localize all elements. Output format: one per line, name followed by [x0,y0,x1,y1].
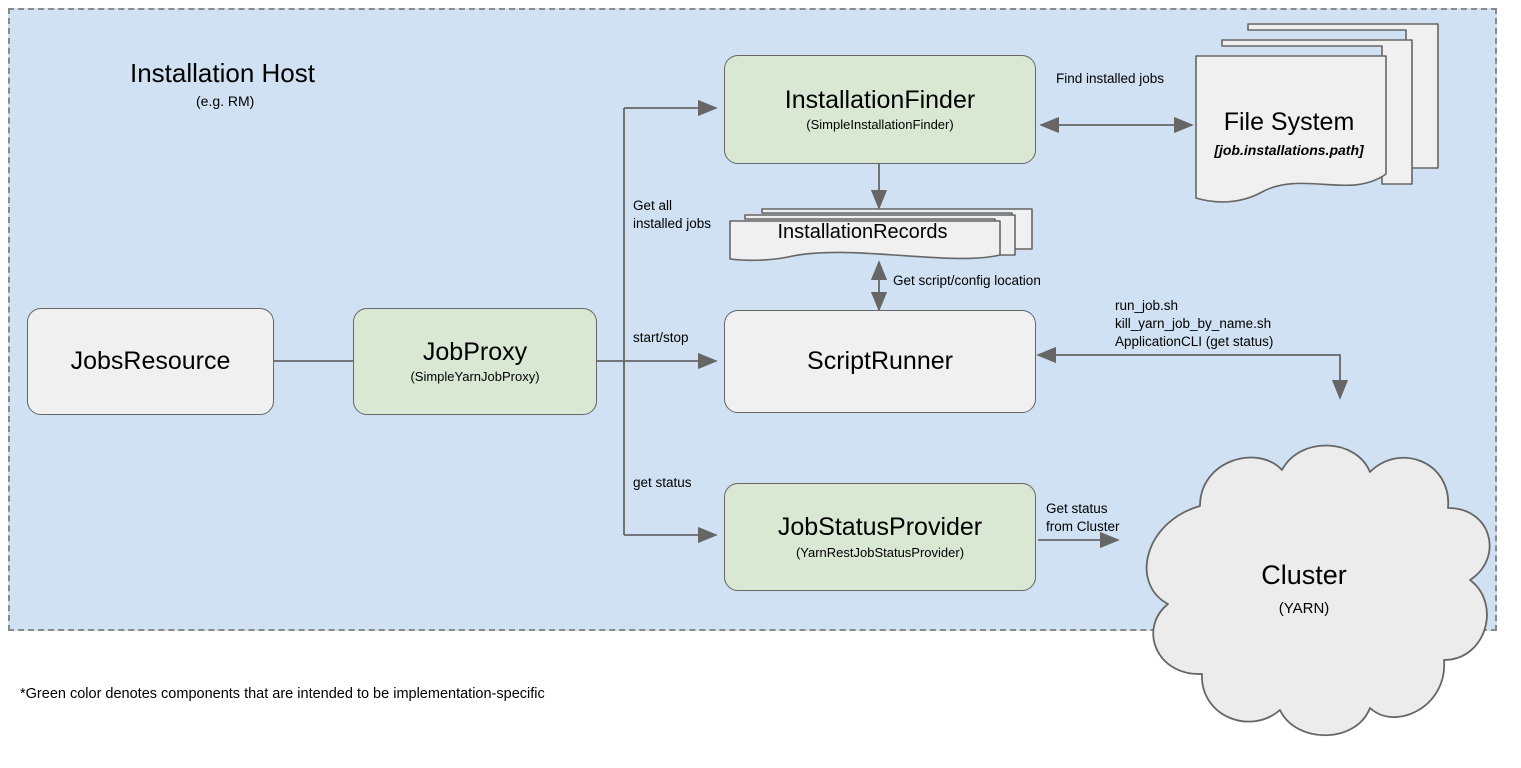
node-title: JobProxy [422,337,528,366]
edge-label-get-status: get status [633,475,692,490]
edge-label-start-stop: start/stop [633,330,689,345]
node-subtitle: (SimpleInstallationFinder) [806,117,954,133]
edge-label-get-status-from-cluster: Get status from Cluster [1046,501,1120,534]
legend-footnote: *Green color denotes components that are… [20,686,545,702]
edge-label-cluster-commands: run_job.sh kill_yarn_job_by_name.sh Appl… [1115,298,1274,349]
installation-host-subtitle: (e.g. RM) [196,93,255,109]
node-subtitle: (YarnRestJobStatusProvider) [795,544,965,560]
node-title: InstallationRecords [777,221,948,243]
cluster-subtitle: (YARN) [1278,600,1330,617]
cluster-title: Cluster [1261,560,1347,590]
node-job-status-provider[interactable]: JobStatusProvider (YarnRestJobStatusProv… [724,483,1036,591]
edge-label-get-all-installed-jobs: Get all installed jobs [633,198,712,231]
node-subtitle: (SimpleYarnJobProxy) [410,369,540,385]
node-job-proxy[interactable]: JobProxy (SimpleYarnJobProxy) [353,308,597,415]
node-installation-records[interactable]: InstallationRecords [728,203,1033,265]
node-script-runner[interactable]: ScriptRunner [724,310,1036,413]
node-title: JobsResource [70,347,231,376]
installation-host-title: Installation Host [130,58,315,88]
edge-label-find-installed-jobs: Find installed jobs [1056,71,1165,86]
node-title: JobStatusProvider [777,513,983,542]
node-title: InstallationFinder [784,85,976,114]
cluster-cloud[interactable]: Cluster (YARN) [1104,424,1504,754]
node-installation-finder[interactable]: InstallationFinder (SimpleInstallationFi… [724,55,1036,164]
node-jobs-resource[interactable]: JobsResource [27,308,274,415]
edge-label-get-script-config-location: Get script/config location [893,273,1041,288]
node-file-system[interactable]: File System [job.installations.path] [1192,22,1442,212]
node-title: File System [1223,108,1355,136]
node-subtitle: [job.installations.path] [1214,142,1364,158]
node-title: ScriptRunner [807,347,953,376]
